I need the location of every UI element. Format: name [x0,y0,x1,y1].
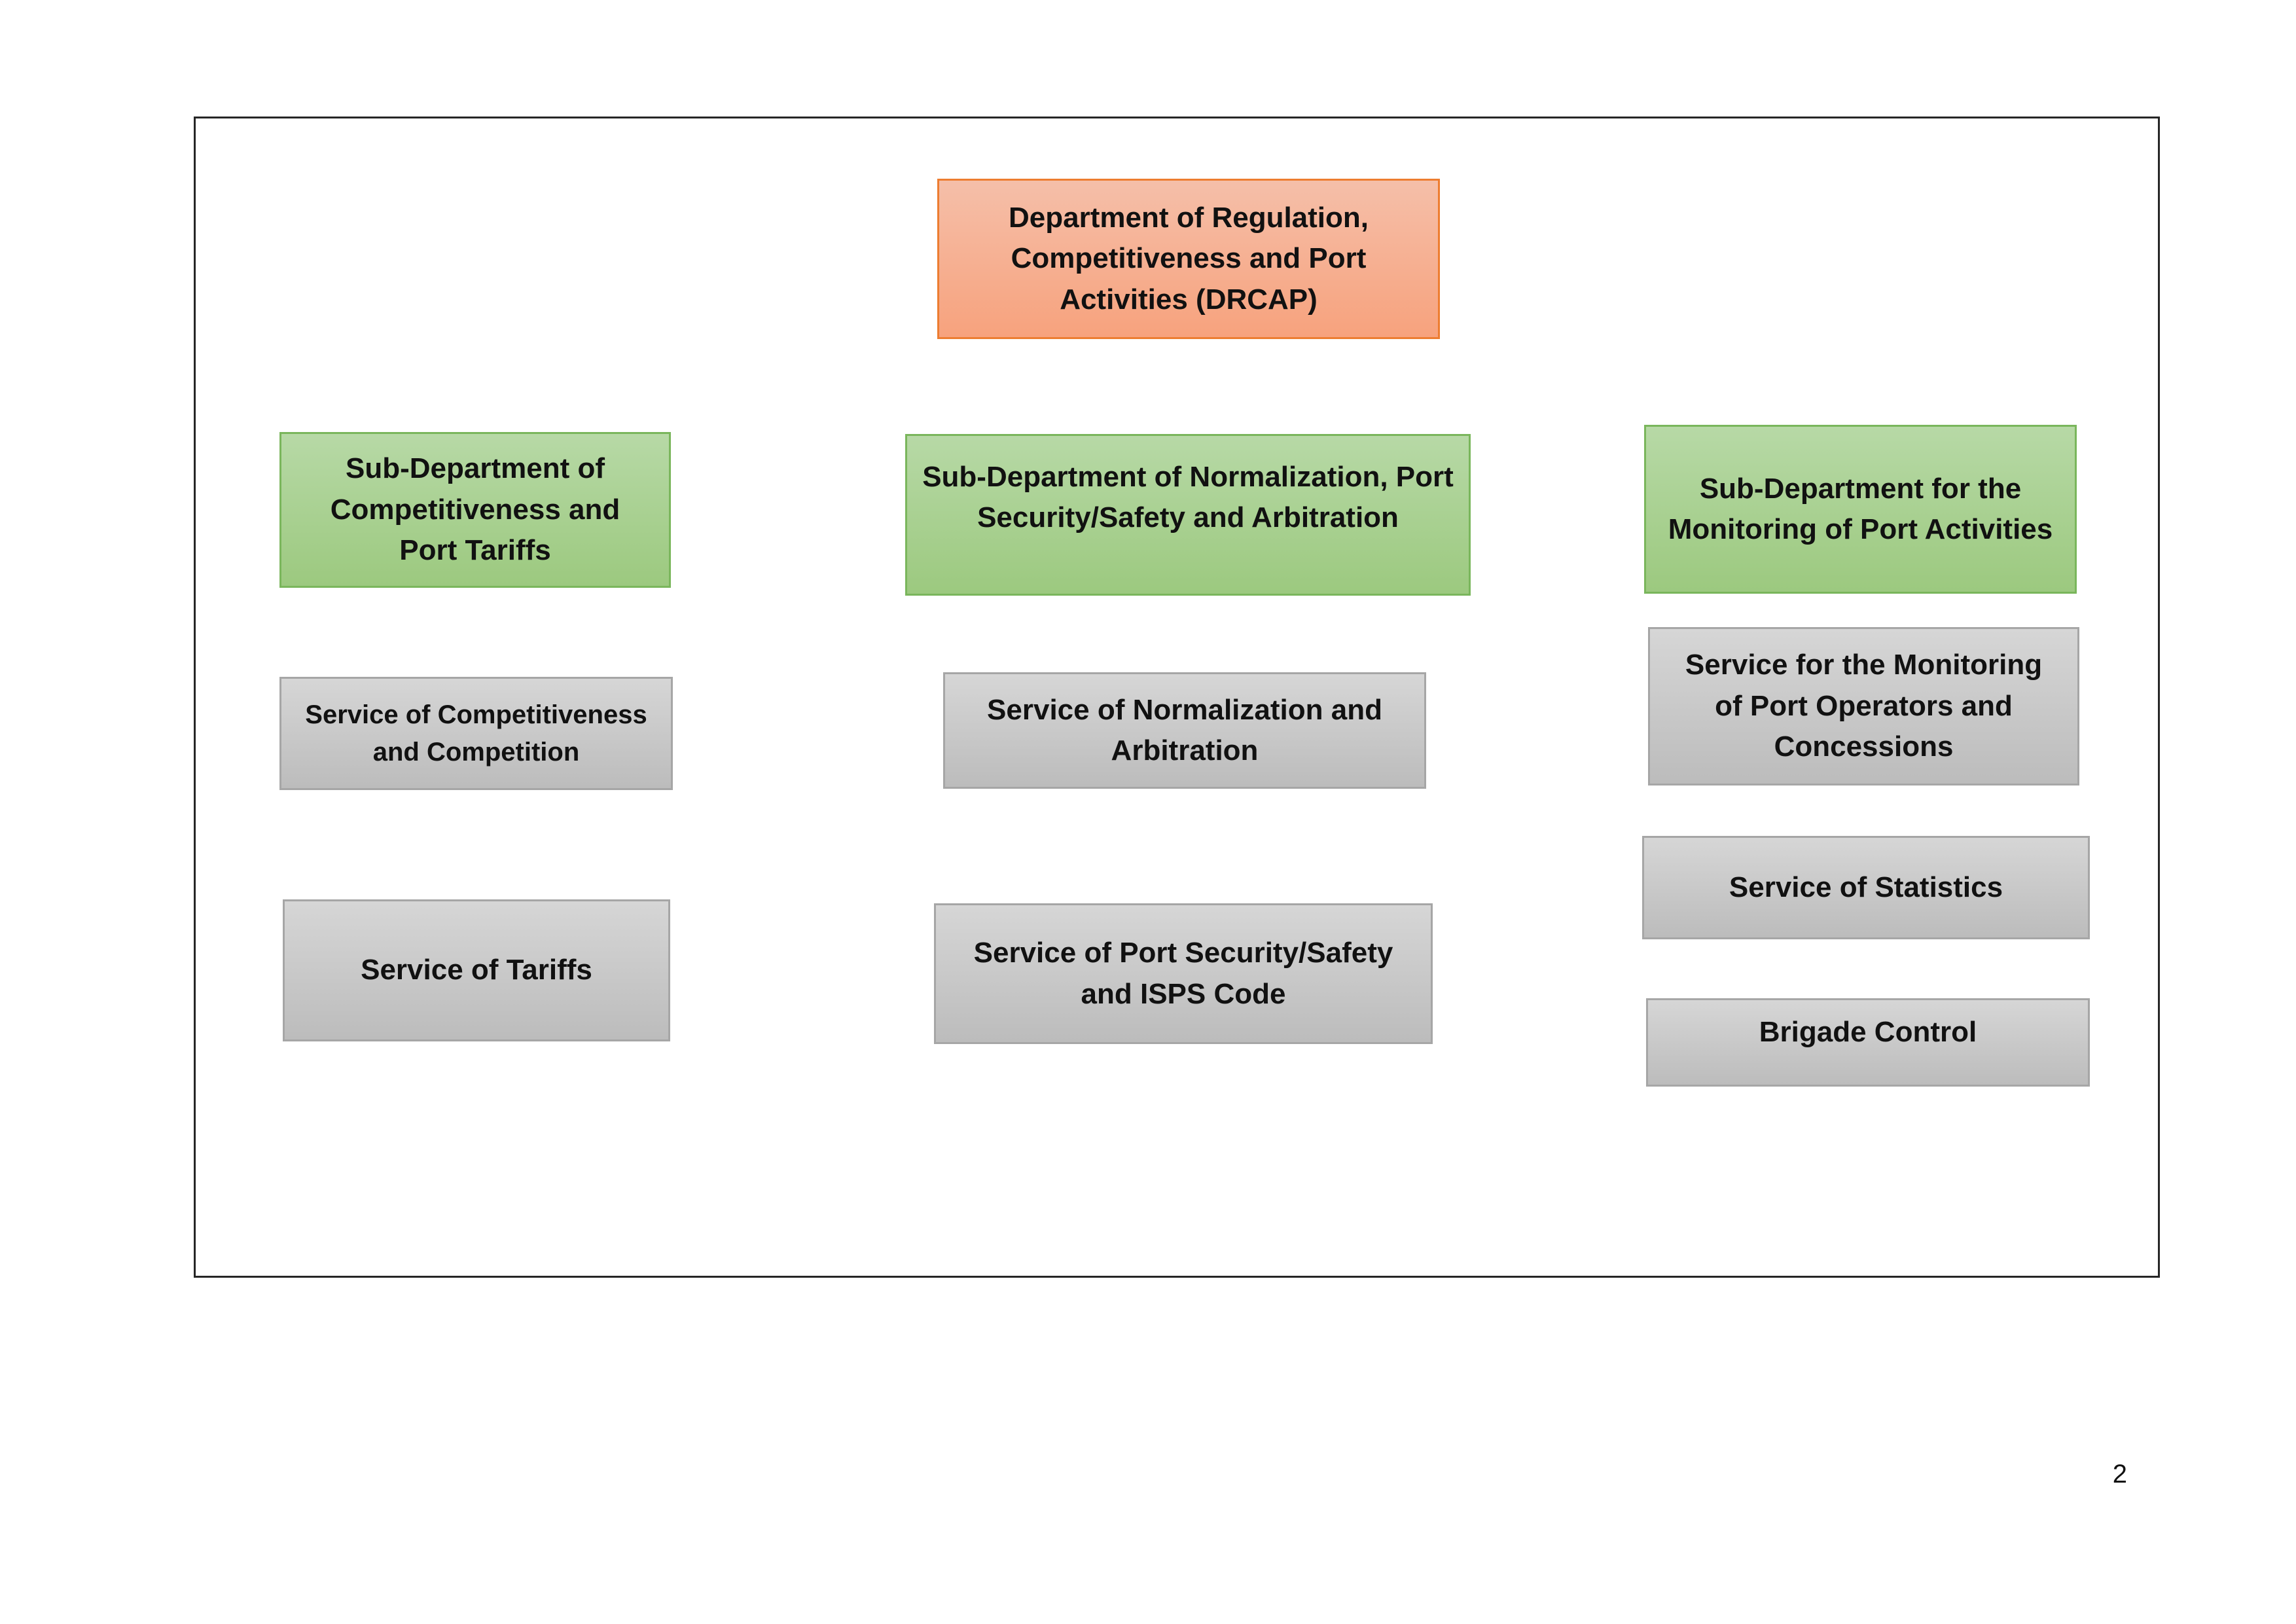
sub-department-normalization-box: Sub-Department of Normalization, Port Se… [905,434,1471,596]
service-label: Service of Port Security/Safety and ISPS… [973,937,1393,1010]
department-label: Department of Regulation, Competitivenes… [1008,201,1369,316]
service-port-security-box: Service of Port Security/Safety and ISPS… [934,903,1433,1044]
service-label: Service of Statistics [1729,871,2003,903]
service-competitiveness-box: Service of Competitiveness and Competiti… [279,677,673,790]
page-number: 2 [2112,1460,2127,1489]
service-label: Service of Normalization and Arbitration [987,693,1382,767]
sub-department-label: Sub-Department for the Monitoring of Por… [1668,472,2053,545]
sub-department-competitiveness-box: Sub-Department of Competitiveness and Po… [279,432,671,588]
org-chart-frame [194,117,2160,1278]
service-monitoring-operators-box: Service for the Monitoring of Port Opera… [1648,627,2079,785]
department-box: Department of Regulation, Competitivenes… [937,179,1440,339]
service-tariffs-box: Service of Tariffs [283,899,670,1041]
service-normalization-box: Service of Normalization and Arbitration [943,672,1426,789]
sub-department-monitoring-box: Sub-Department for the Monitoring of Por… [1644,425,2077,594]
service-label: Brigade Control [1759,1016,1977,1048]
sub-department-label: Sub-Department of Competitiveness and Po… [330,452,620,567]
sub-department-label: Sub-Department of Normalization, Port Se… [922,461,1454,534]
service-statistics-box: Service of Statistics [1642,836,2090,939]
service-label: Service of Competitiveness and Competiti… [305,700,647,767]
brigade-control-box: Brigade Control [1646,998,2090,1087]
service-label: Service for the Monitoring of Port Opera… [1685,649,2043,763]
service-label: Service of Tariffs [361,954,592,986]
